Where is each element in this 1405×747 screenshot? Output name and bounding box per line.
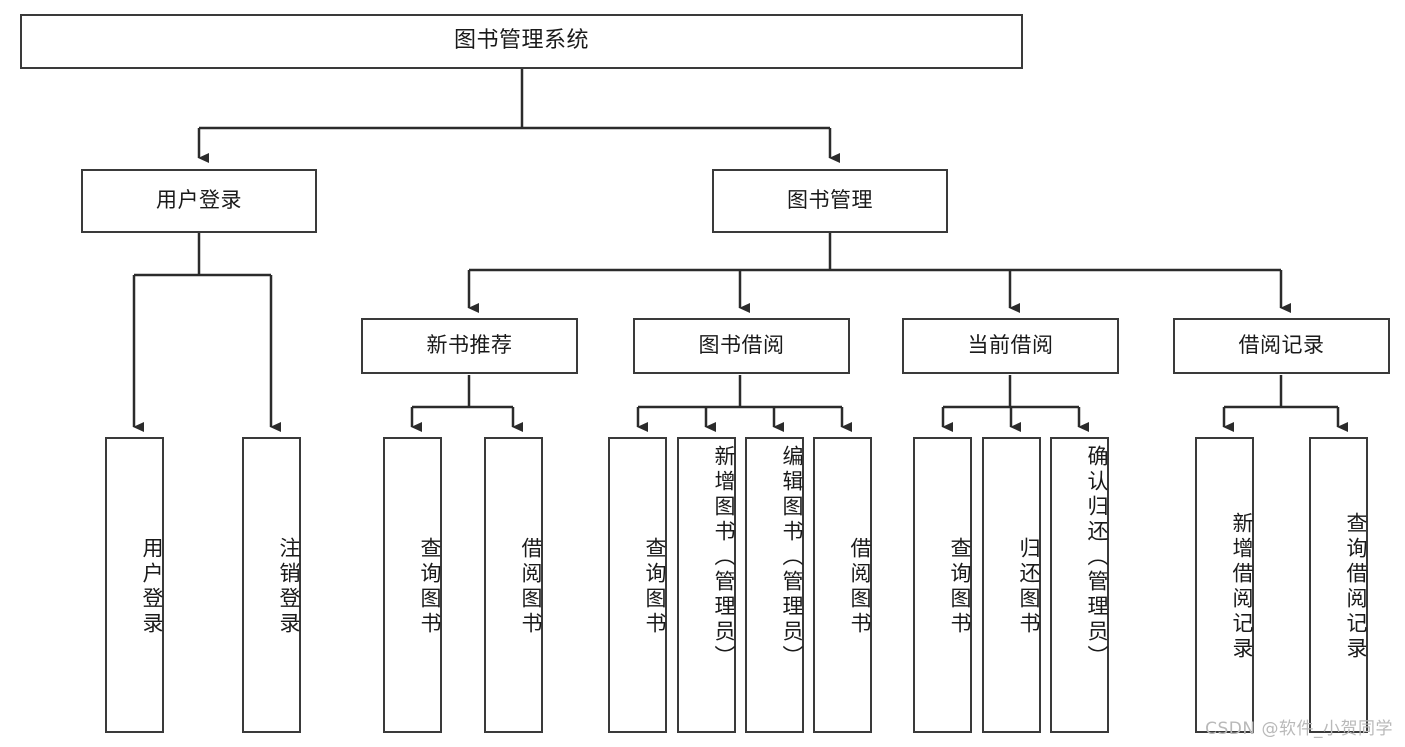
- leaf-confirm-return-admin[interactable]: 确认归还（管理员）: [1050, 437, 1109, 733]
- leaf-query-book-current[interactable]: 查询图书: [913, 437, 972, 733]
- node-label: 用户登录: [156, 188, 242, 213]
- leaf-borrow-book-recommend[interactable]: 借阅图书: [484, 437, 543, 733]
- node-label: 图书管理系统: [453, 28, 589, 54]
- leaf-user-login[interactable]: 用户登录: [105, 437, 164, 733]
- node-label: 查询借阅记录: [1344, 512, 1368, 662]
- node-label: 查询图书: [418, 537, 442, 637]
- node-label: 借阅图书: [848, 537, 872, 637]
- node-label: 查询图书: [643, 537, 667, 637]
- node-label: 新增借阅记录: [1230, 512, 1254, 662]
- node-label: 编辑图书（管理员）: [780, 445, 804, 670]
- node-label: 新书推荐: [426, 333, 513, 358]
- node-label: 图书借阅: [698, 333, 785, 358]
- node-current-borrow[interactable]: 当前借阅: [902, 318, 1119, 374]
- node-book-borrow[interactable]: 图书借阅: [633, 318, 850, 374]
- node-label: 图书管理: [787, 188, 873, 213]
- node-new-book-recommend[interactable]: 新书推荐: [361, 318, 578, 374]
- node-borrow-records[interactable]: 借阅记录: [1173, 318, 1390, 374]
- node-book-management[interactable]: 图书管理: [712, 169, 948, 233]
- leaf-query-book-borrow[interactable]: 查询图书: [608, 437, 667, 733]
- leaf-add-book-admin[interactable]: 新增图书（管理员）: [677, 437, 736, 733]
- leaf-edit-book-admin[interactable]: 编辑图书（管理员）: [745, 437, 804, 733]
- node-label: 确认归还（管理员）: [1085, 445, 1109, 670]
- leaf-logout[interactable]: 注销登录: [242, 437, 301, 733]
- node-label: 用户登录: [140, 537, 164, 637]
- node-label: 当前借阅: [967, 333, 1054, 358]
- leaf-return-book[interactable]: 归还图书: [982, 437, 1041, 733]
- node-label: 新增图书（管理员）: [712, 445, 736, 670]
- node-label: 查询图书: [948, 537, 972, 637]
- node-label: 借阅图书: [519, 537, 543, 637]
- leaf-query-book-recommend[interactable]: 查询图书: [383, 437, 442, 733]
- csdn-watermark: CSDN @软件_小贺同学: [1205, 719, 1393, 739]
- node-label: 借阅记录: [1238, 333, 1325, 358]
- node-label: 归还图书: [1017, 537, 1041, 637]
- node-label: 注销登录: [277, 537, 301, 637]
- leaf-borrow-book[interactable]: 借阅图书: [813, 437, 872, 733]
- leaf-query-borrow-record[interactable]: 查询借阅记录: [1309, 437, 1368, 733]
- leaf-add-borrow-record[interactable]: 新增借阅记录: [1195, 437, 1254, 733]
- node-user-login[interactable]: 用户登录: [81, 169, 317, 233]
- node-root-book-management-system[interactable]: 图书管理系统: [20, 14, 1023, 69]
